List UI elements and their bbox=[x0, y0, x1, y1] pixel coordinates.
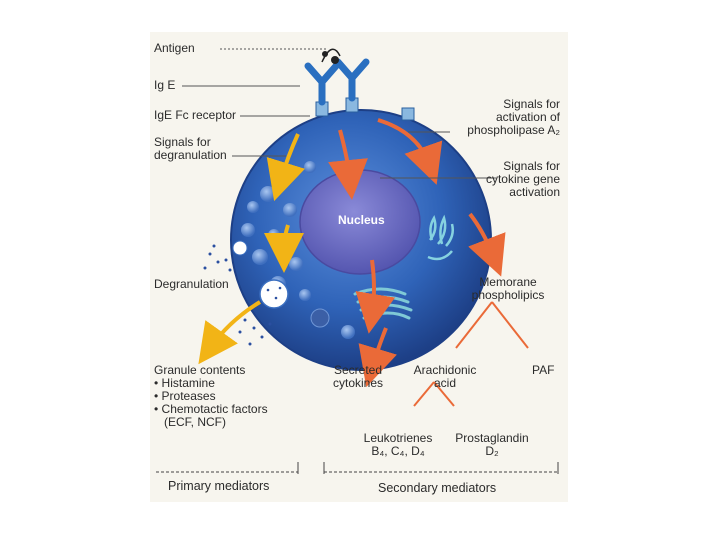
mediator-brackets bbox=[156, 462, 559, 474]
prostaglandin-label: Prostaglandin D₂ bbox=[455, 431, 529, 458]
label-leader-lines bbox=[182, 48, 496, 179]
granule-contents-title: Granule contents bbox=[154, 363, 246, 377]
signal-arrows bbox=[328, 118, 506, 388]
endoplasmic-reticulum bbox=[427, 214, 454, 261]
paf-label: PAF bbox=[532, 363, 555, 377]
antigen-label: Antigen bbox=[154, 41, 195, 55]
signals-cytokine-label: Signals for cytokine gene activation bbox=[485, 159, 560, 199]
ige-label: Ig E bbox=[154, 78, 176, 92]
granule-item: • Chemotactic factors bbox=[154, 402, 268, 416]
leukotrienes-label: Leukotrienes B₄, C₄, D₄ bbox=[363, 431, 433, 458]
primary-mediators-label: Primary mediators bbox=[168, 479, 270, 493]
granule-item: (ECF, NCF) bbox=[164, 415, 226, 429]
nucleus-label: Nucleus bbox=[338, 213, 385, 227]
signals-degranulation-label: Signals for degranulation bbox=[154, 135, 227, 162]
membrane-phospholipids-label: Memorane phospholipics bbox=[471, 275, 545, 302]
degranulation-label: Degranulation bbox=[154, 277, 229, 291]
ige-antibodies bbox=[304, 58, 370, 106]
mast-cell-figure: Antigen Ig E IgE Fc receptor Signals for… bbox=[150, 32, 568, 502]
granule-contents-list: Granule contents • Histamine • Proteases… bbox=[154, 364, 268, 429]
granule-item: • Proteases bbox=[154, 389, 216, 403]
secondary-mediators-label: Secondary mediators bbox=[378, 481, 497, 495]
ige-fc-receptor-label: IgE Fc receptor bbox=[154, 108, 237, 122]
mast-cell-illustration bbox=[156, 48, 559, 474]
phospholipid-branches bbox=[413, 301, 529, 407]
released-granules bbox=[203, 240, 289, 346]
degranulation-arrows bbox=[198, 133, 305, 365]
signals-phospholipase-label: Signals for activation of phospholipase … bbox=[467, 97, 560, 137]
arachidonic-acid-label: Arachidonic acid bbox=[413, 363, 477, 390]
secreted-cytokines-label: Secreted cytokines bbox=[332, 363, 384, 390]
granule-item: • Histamine bbox=[154, 376, 215, 390]
antigen-molecule bbox=[321, 48, 341, 64]
